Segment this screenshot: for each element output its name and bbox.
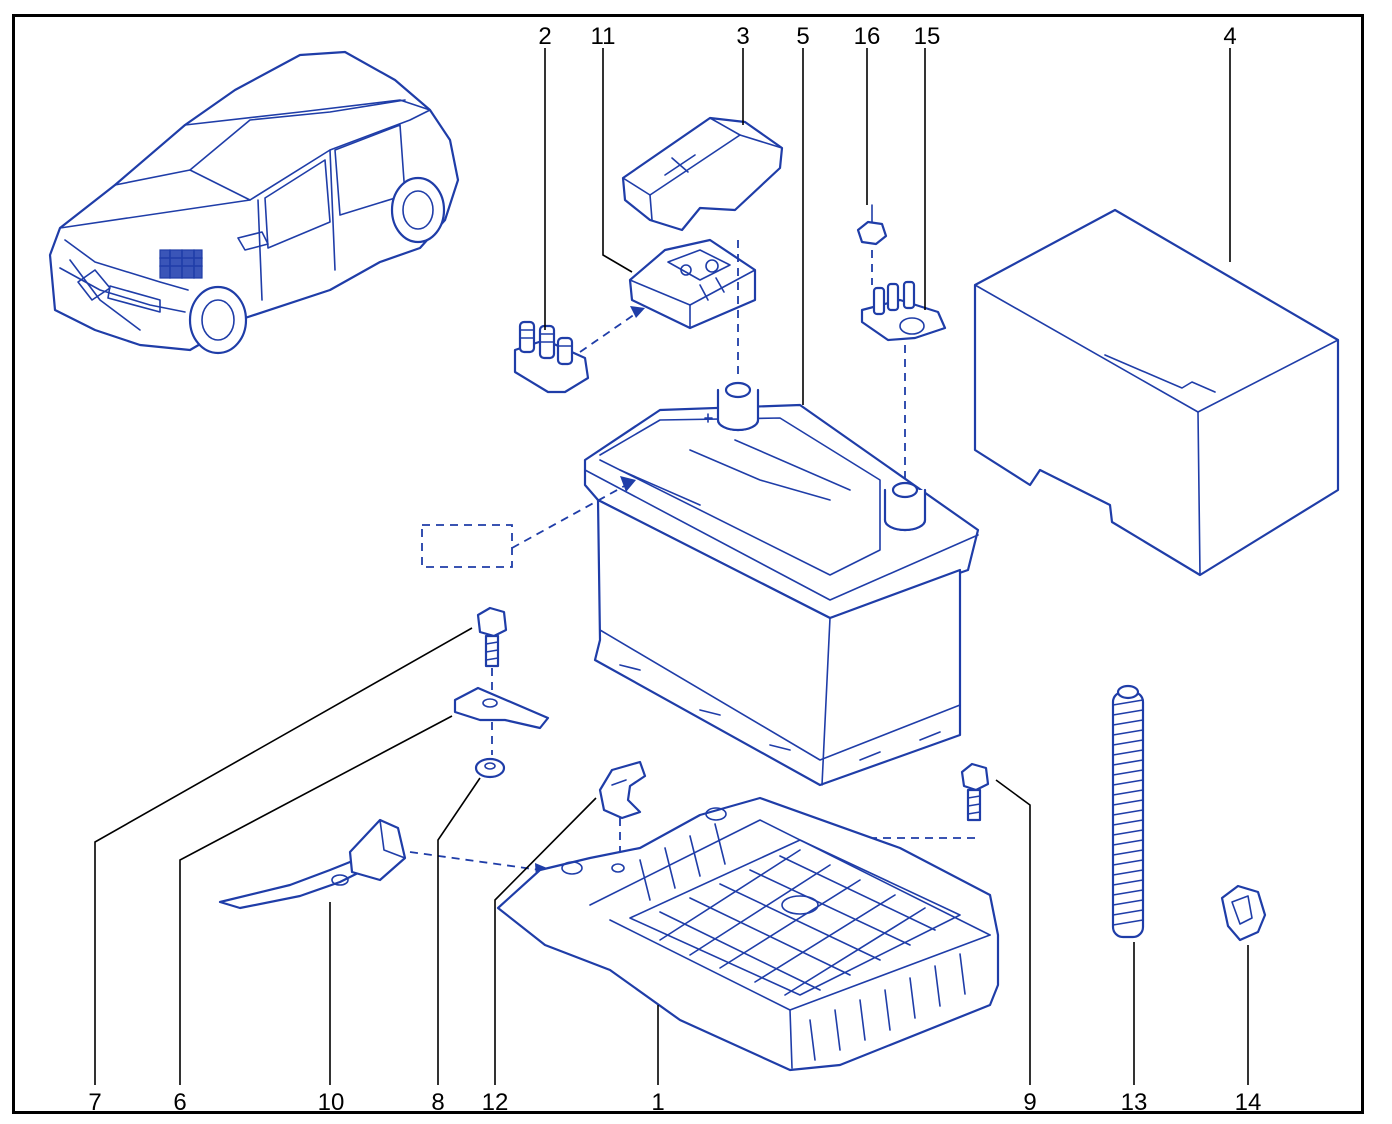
leader-lines	[94, 48, 1249, 1085]
callout-12: 12	[482, 1089, 509, 1116]
callout-10: 10	[318, 1089, 345, 1116]
part-8-washer	[474, 757, 506, 779]
part-16-nut	[856, 204, 888, 246]
callout-3: 3	[736, 23, 749, 50]
callout-6: 6	[173, 1089, 186, 1116]
callout-1: 1	[651, 1089, 664, 1116]
diagram-frame	[12, 14, 1364, 1114]
callout-11: 11	[591, 23, 616, 50]
callout-7: 7	[88, 1089, 101, 1116]
callout-9: 9	[1023, 1089, 1036, 1116]
part-14-clip	[1220, 884, 1267, 942]
part-12-clip	[598, 760, 647, 820]
callout-4: 4	[1223, 23, 1236, 50]
part-9-bolt	[960, 762, 990, 822]
part-10-strap	[218, 818, 407, 910]
part-1-battery-tray	[496, 796, 1000, 1072]
callout-5: 5	[796, 23, 809, 50]
callout-16: 16	[854, 23, 881, 50]
part-15-negative-clamp	[860, 280, 947, 342]
callout-14: 14	[1235, 1089, 1262, 1116]
part-5-battery	[583, 381, 980, 787]
part-11-terminal-box	[628, 238, 757, 330]
part-7-bolt	[476, 606, 508, 668]
part-3-terminal-cover	[621, 116, 784, 232]
battery-location-highlight	[159, 249, 203, 279]
part-13-threaded-rod	[1111, 684, 1145, 939]
car-illustration	[48, 50, 460, 355]
callout-labels: 2 11 3 5 16 15 4 7 6 10 8 12 1 9 13 14	[88, 23, 1261, 1116]
callout-15: 15	[914, 23, 941, 50]
part-2-connector	[513, 320, 590, 394]
part-6-bracket	[453, 686, 550, 730]
callout-2: 2	[538, 23, 551, 50]
part-4-battery-box	[973, 208, 1340, 577]
callout-8: 8	[431, 1089, 444, 1116]
callout-13: 13	[1121, 1089, 1148, 1116]
